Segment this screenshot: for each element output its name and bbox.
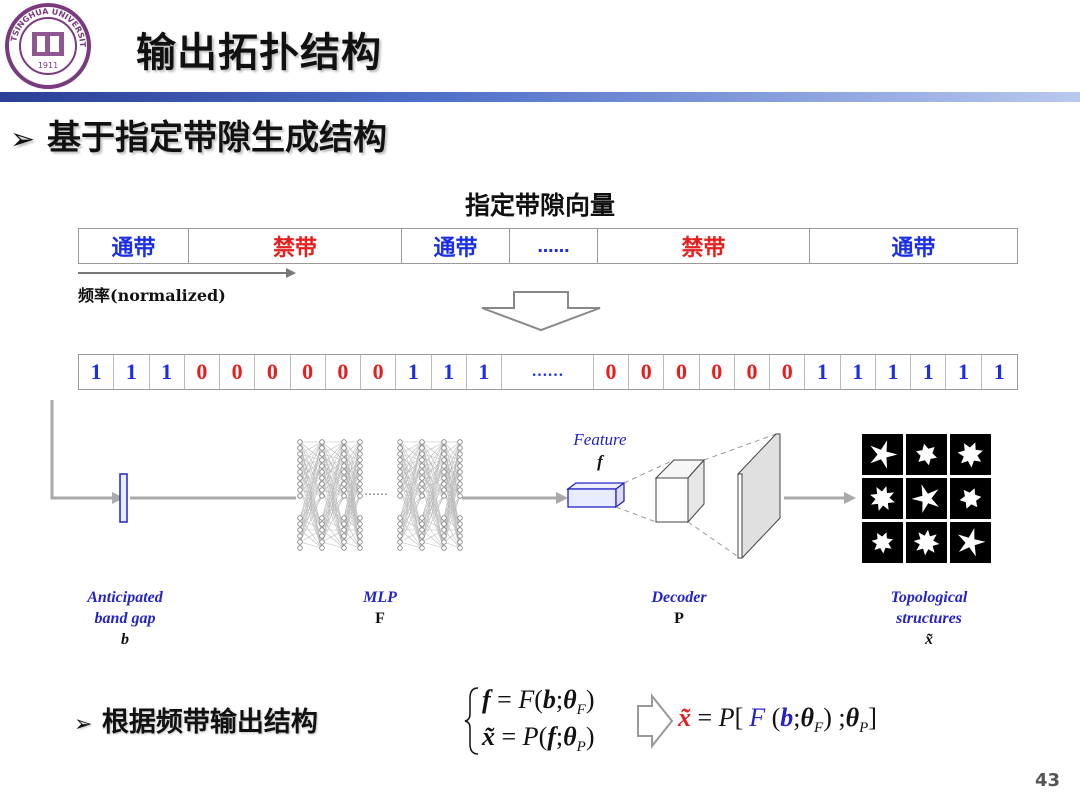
structure-tile — [906, 478, 947, 519]
input-label: Anticipated band gap b — [70, 587, 180, 650]
bit-cell: 0 — [770, 355, 806, 389]
bit-cell: 1 — [467, 355, 502, 389]
band-cell: 禁带 — [189, 229, 402, 263]
structure-tile — [862, 478, 903, 519]
bit-cell: 1 — [946, 355, 982, 389]
bit-cell: 1 — [396, 355, 432, 389]
bit-cell: 0 — [700, 355, 735, 389]
bit-cell: 0 — [594, 355, 630, 389]
bit-cell: 0 — [735, 355, 771, 389]
brace-icon — [464, 687, 479, 755]
bit-cell: 1 — [841, 355, 876, 389]
bit-cell: …… — [502, 355, 594, 389]
page-number: 43 — [1034, 770, 1060, 791]
decoder-label: Decoder P — [636, 587, 722, 629]
frequency-arrow-icon — [78, 268, 296, 278]
bit-cell: 1 — [150, 355, 185, 389]
feature-symbol: f — [597, 452, 603, 471]
band-vector: 通带 禁带 通带 …… 禁带 通带 — [78, 228, 1018, 264]
arrow-bullet-icon: ➢ — [10, 122, 36, 157]
decoder-block — [655, 477, 689, 523]
bit-cell: 1 — [911, 355, 947, 389]
bit-cell: 1 — [805, 355, 841, 389]
bit-cell: 1 — [79, 355, 115, 389]
section-subtitle: ➢ 基于指定带隙生成结构 — [10, 110, 387, 159]
mlp-dots: …… — [364, 484, 388, 498]
mlp-label: MLP F — [340, 587, 420, 629]
bit-cell: 0 — [291, 355, 326, 389]
output-label: Topological structures x̃ — [870, 587, 988, 650]
bit-cell: 0 — [326, 355, 361, 389]
feature-label: Feature — [573, 430, 627, 449]
structure-tile — [950, 478, 991, 519]
bit-cell: 0 — [629, 355, 665, 389]
band-cell: 通带 — [891, 236, 936, 261]
band-cell: 禁带 — [598, 229, 810, 263]
band-vector-title: 指定带隙向量 — [464, 191, 615, 220]
input-symbol: b — [121, 631, 129, 648]
feature-block — [567, 488, 617, 508]
structure-tile — [906, 434, 947, 475]
bit-cell: 1 — [993, 359, 1005, 384]
band-cell: 通带 — [402, 229, 510, 263]
band-cell: 通带 — [79, 229, 189, 263]
bit-cell: 0 — [255, 355, 291, 389]
bit-cell: 0 — [220, 355, 256, 389]
page-title: 输出拓扑结构 — [136, 30, 382, 76]
mlp-symbol: F — [375, 610, 385, 627]
equation-2: x̃ = P(f;θP) — [482, 722, 595, 756]
decoder-symbol: P — [674, 610, 684, 627]
output-symbol: x̃ — [925, 631, 933, 648]
band-cell: …… — [510, 229, 598, 263]
arrow-bullet-icon: ➢ — [74, 712, 93, 737]
structure-tile — [950, 434, 991, 475]
title-divider-bar — [0, 92, 1080, 102]
mlp-network — [297, 439, 463, 551]
equation-3: x̃ = P[ F (b;θF) ;θP] — [678, 703, 877, 737]
equations — [464, 687, 674, 755]
structure-tile — [906, 522, 947, 563]
section-subtitle-text: 基于指定带隙生成结构 — [46, 118, 387, 158]
implies-arrow-icon — [637, 693, 674, 749]
structure-tile — [862, 522, 903, 563]
tsinghua-logo: TSINGHUA UNIVERSITY 1911 — [4, 2, 91, 89]
bit-cell: 1 — [876, 355, 912, 389]
logo-year: 1911 — [38, 61, 58, 70]
bit-cell: 0 — [664, 355, 700, 389]
bit-cell: 1 — [432, 355, 467, 389]
structure-tile — [862, 434, 903, 475]
band-gap-vector — [119, 473, 128, 523]
bit-cell: 1 — [114, 355, 150, 389]
equation-1: f = F(b;θF) — [482, 685, 595, 719]
input-connector-line — [50, 400, 112, 500]
bottom-bullet: ➢ 根据频带输出结构 — [74, 700, 318, 739]
frequency-label: 频率(normalized) — [78, 286, 226, 305]
topological-structures — [862, 434, 991, 563]
structure-tile — [950, 522, 991, 563]
bit-cell: 0 — [185, 355, 220, 389]
bit-cell: 0 — [361, 355, 397, 389]
pipeline-diagram — [50, 400, 991, 563]
down-arrow-icon — [481, 291, 601, 332]
bottom-bullet-text: 根据频带输出结构 — [101, 707, 318, 738]
